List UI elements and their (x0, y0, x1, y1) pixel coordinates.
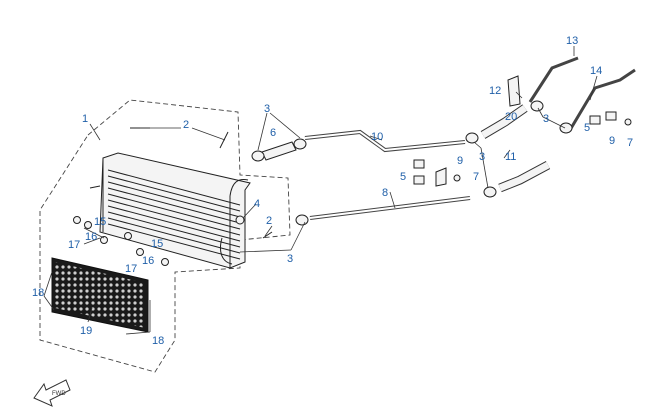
pipe-13 (528, 56, 579, 103)
callout-18a: 18 (32, 287, 44, 299)
callout-1: 1 (82, 113, 88, 125)
leader-lines (43, 46, 598, 335)
callout-16a: 16 (85, 231, 97, 243)
callout-5a: 5 (400, 171, 406, 183)
callout-2a: 2 (183, 119, 189, 131)
oil-cooler-core (99, 152, 251, 269)
callout-13: 13 (566, 35, 578, 47)
callout-9b: 9 (609, 135, 615, 147)
pipe-8-inner (309, 197, 471, 219)
callout-2b: 2 (266, 215, 272, 227)
callout-7a: 7 (473, 171, 479, 183)
callout-labels: 1 2 2 3 3 3 3 4 5 5 6 7 7 8 9 9 10 11 12… (32, 35, 633, 347)
pipe-10-inner (304, 130, 466, 152)
mesh-guard (51, 257, 149, 333)
callout-20: 20 (505, 111, 517, 123)
callout-3a: 3 (264, 103, 270, 115)
callout-19: 19 (80, 325, 92, 337)
bracket-12 (507, 75, 521, 107)
callout-3d: 3 (543, 113, 549, 125)
callout-8: 8 (382, 187, 388, 199)
callout-10: 10 (371, 131, 383, 143)
fitting-4 (235, 215, 245, 225)
arrow-icon (33, 379, 71, 407)
callout-18b: 18 (152, 335, 164, 347)
callout-15b: 15 (151, 238, 163, 250)
callout-5b: 5 (584, 122, 590, 134)
hose-11-inner (498, 161, 550, 192)
callout-17b: 17 (125, 263, 137, 275)
mount-fasteners (73, 216, 169, 266)
hose-20-inner (481, 105, 528, 139)
callout-16b: 16 (142, 255, 154, 267)
callout-9a: 9 (457, 155, 463, 167)
forward-direction-marker: FWD (33, 379, 71, 407)
callout-3b: 3 (287, 253, 293, 265)
callout-4: 4 (254, 198, 260, 210)
callout-15a: 15 (94, 216, 106, 228)
callout-3c: 3 (479, 151, 485, 163)
hose-6 (261, 141, 297, 161)
callout-6: 6 (270, 127, 276, 139)
callout-7b: 7 (627, 137, 633, 149)
pipe-14 (568, 68, 636, 131)
callout-14: 14 (590, 65, 602, 77)
fwd-label: FWD (52, 391, 66, 397)
callout-17a: 17 (68, 239, 80, 251)
callout-11: 11 (505, 151, 516, 163)
callout-12: 12 (489, 85, 501, 97)
clip-hardware (413, 111, 632, 187)
